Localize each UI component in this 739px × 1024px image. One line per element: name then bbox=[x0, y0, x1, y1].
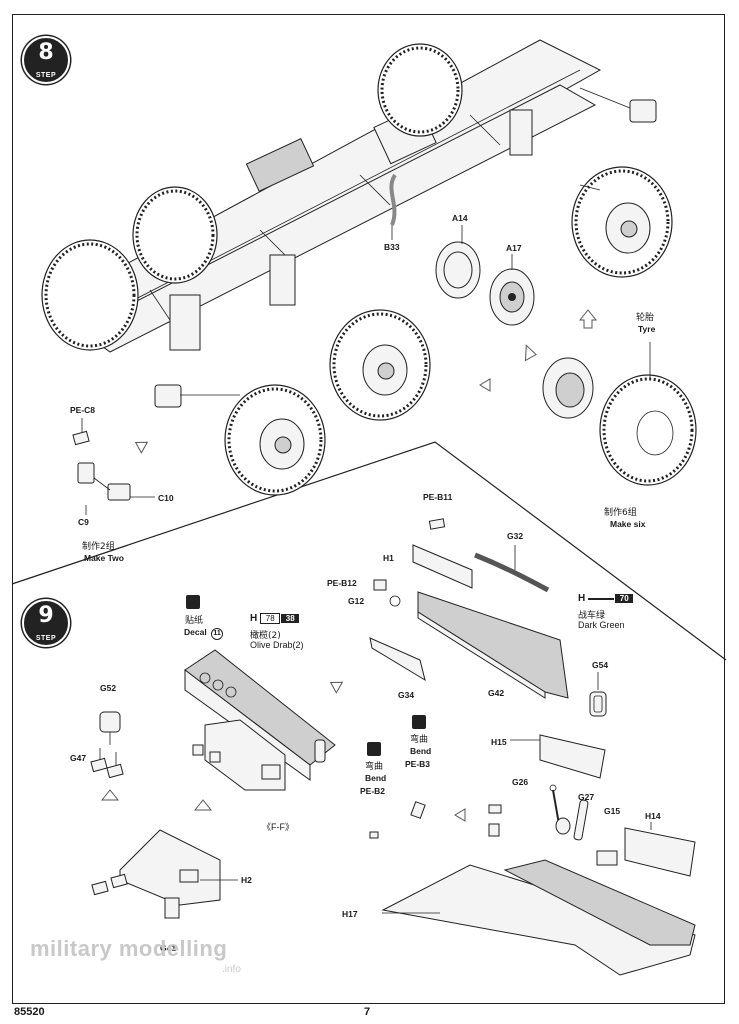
watermark-text: military modelling bbox=[30, 936, 228, 961]
olive-paint-c2: 38 bbox=[281, 614, 300, 623]
firewall-assembly bbox=[369, 518, 607, 717]
part-g47-label: G47 bbox=[70, 753, 87, 763]
make-six-cn: 制作6组 bbox=[604, 508, 637, 518]
part-g54-label: G54 bbox=[592, 660, 609, 670]
make-six-en: Make six bbox=[610, 519, 646, 529]
part-h2-label: H2 bbox=[241, 875, 252, 885]
decal-text: Decal bbox=[184, 627, 207, 637]
step-9-number: 9 bbox=[38, 603, 54, 628]
part-h14-label: H14 bbox=[645, 811, 661, 821]
watermark-sub: .info bbox=[222, 964, 241, 975]
make-two-en: Make Two bbox=[84, 553, 124, 563]
dark-green-paint-code: H 70 bbox=[578, 593, 634, 604]
decal-icon bbox=[186, 595, 200, 609]
pedal-bracket bbox=[192, 719, 286, 791]
part-h17-label: H17 bbox=[342, 909, 358, 919]
decal-label-cn: 贴纸 bbox=[185, 616, 204, 626]
green-paint-h: H bbox=[578, 593, 586, 604]
pedal-parts bbox=[90, 711, 124, 779]
page-number: 7 bbox=[364, 1006, 371, 1018]
step-9-label: STEP bbox=[35, 635, 57, 642]
part-h1-label: H1 bbox=[383, 553, 394, 563]
rim-parts bbox=[435, 241, 535, 326]
bend-b2-en: Bend bbox=[365, 773, 387, 783]
green-paint-c2: 70 bbox=[615, 594, 634, 603]
part-g27-label: G27 bbox=[578, 792, 595, 802]
part-a14-label: A14 bbox=[452, 213, 468, 223]
part-c10-label: C10 bbox=[158, 493, 174, 503]
olive-drab-en: Olive Drab(2) bbox=[250, 640, 304, 650]
part-b33-label: B33 bbox=[384, 242, 400, 252]
part-pe-b12-label: PE-B12 bbox=[327, 578, 357, 588]
olive-drab-cn: 橄榄(2) bbox=[250, 631, 281, 641]
part-pe-c8-label: PE-C8 bbox=[70, 405, 96, 415]
step-8-badge: 8 STEP bbox=[22, 36, 70, 84]
part-c9-label: C9 bbox=[78, 517, 89, 527]
bend-b2-cn: 弯曲 bbox=[365, 762, 384, 772]
bend-b3-cn: 弯曲 bbox=[410, 735, 429, 745]
part-pe-b11-label: PE-B11 bbox=[423, 492, 453, 502]
kit-number: 85520 bbox=[14, 1006, 45, 1018]
step-9-badge: 9 STEP bbox=[22, 599, 70, 647]
h2-bracket bbox=[91, 829, 221, 919]
part-bracket-top bbox=[629, 99, 657, 123]
olive-paint-h: H bbox=[250, 613, 258, 624]
step-8-label: STEP bbox=[35, 72, 57, 79]
part-g12-label: G12 bbox=[348, 596, 365, 606]
part-g42-label: G42 bbox=[488, 688, 505, 698]
part-g41-label: G41 bbox=[160, 943, 177, 953]
part-g52-label: G52 bbox=[100, 683, 117, 693]
part-pe-b3-label: PE-B3 bbox=[405, 759, 431, 769]
bend-b3-en: Bend bbox=[410, 746, 432, 756]
view-ff-label: 《F-F》 bbox=[262, 822, 294, 832]
bend-icon-b2 bbox=[367, 742, 381, 756]
chassis-tyres bbox=[41, 43, 673, 496]
dark-green-cn: 战车绿 bbox=[578, 611, 606, 621]
bend-icon-b3 bbox=[412, 715, 426, 729]
part-a17-label: A17 bbox=[506, 243, 522, 253]
part-g32-label: G32 bbox=[507, 531, 524, 541]
wheel-subassembly bbox=[542, 357, 697, 486]
part-g15-label: G15 bbox=[604, 806, 621, 816]
decal-number: 11 bbox=[211, 628, 224, 640]
part-pe-b2-label: PE-B2 bbox=[360, 786, 386, 796]
part-bracket-left bbox=[154, 384, 182, 408]
green-paint-c1 bbox=[588, 597, 615, 600]
part-h15-label: H15 bbox=[491, 737, 507, 747]
tyre-label-en: Tyre bbox=[638, 324, 656, 334]
floor-plate bbox=[381, 734, 696, 976]
dark-green-en: Dark Green bbox=[578, 620, 625, 630]
olive-drab-paint-code: H 78 38 bbox=[250, 613, 300, 624]
step-8-number: 8 bbox=[38, 40, 54, 65]
make-two-cn: 制作2组 bbox=[82, 542, 115, 552]
part-g34-label: G34 bbox=[398, 690, 415, 700]
olive-paint-c1: 78 bbox=[260, 613, 281, 624]
tyre-label-cn: 轮胎 bbox=[636, 313, 655, 323]
decal-label-en: Decal 11 bbox=[184, 627, 224, 640]
part-g26-label: G26 bbox=[512, 777, 529, 787]
page-frame bbox=[12, 14, 725, 1004]
